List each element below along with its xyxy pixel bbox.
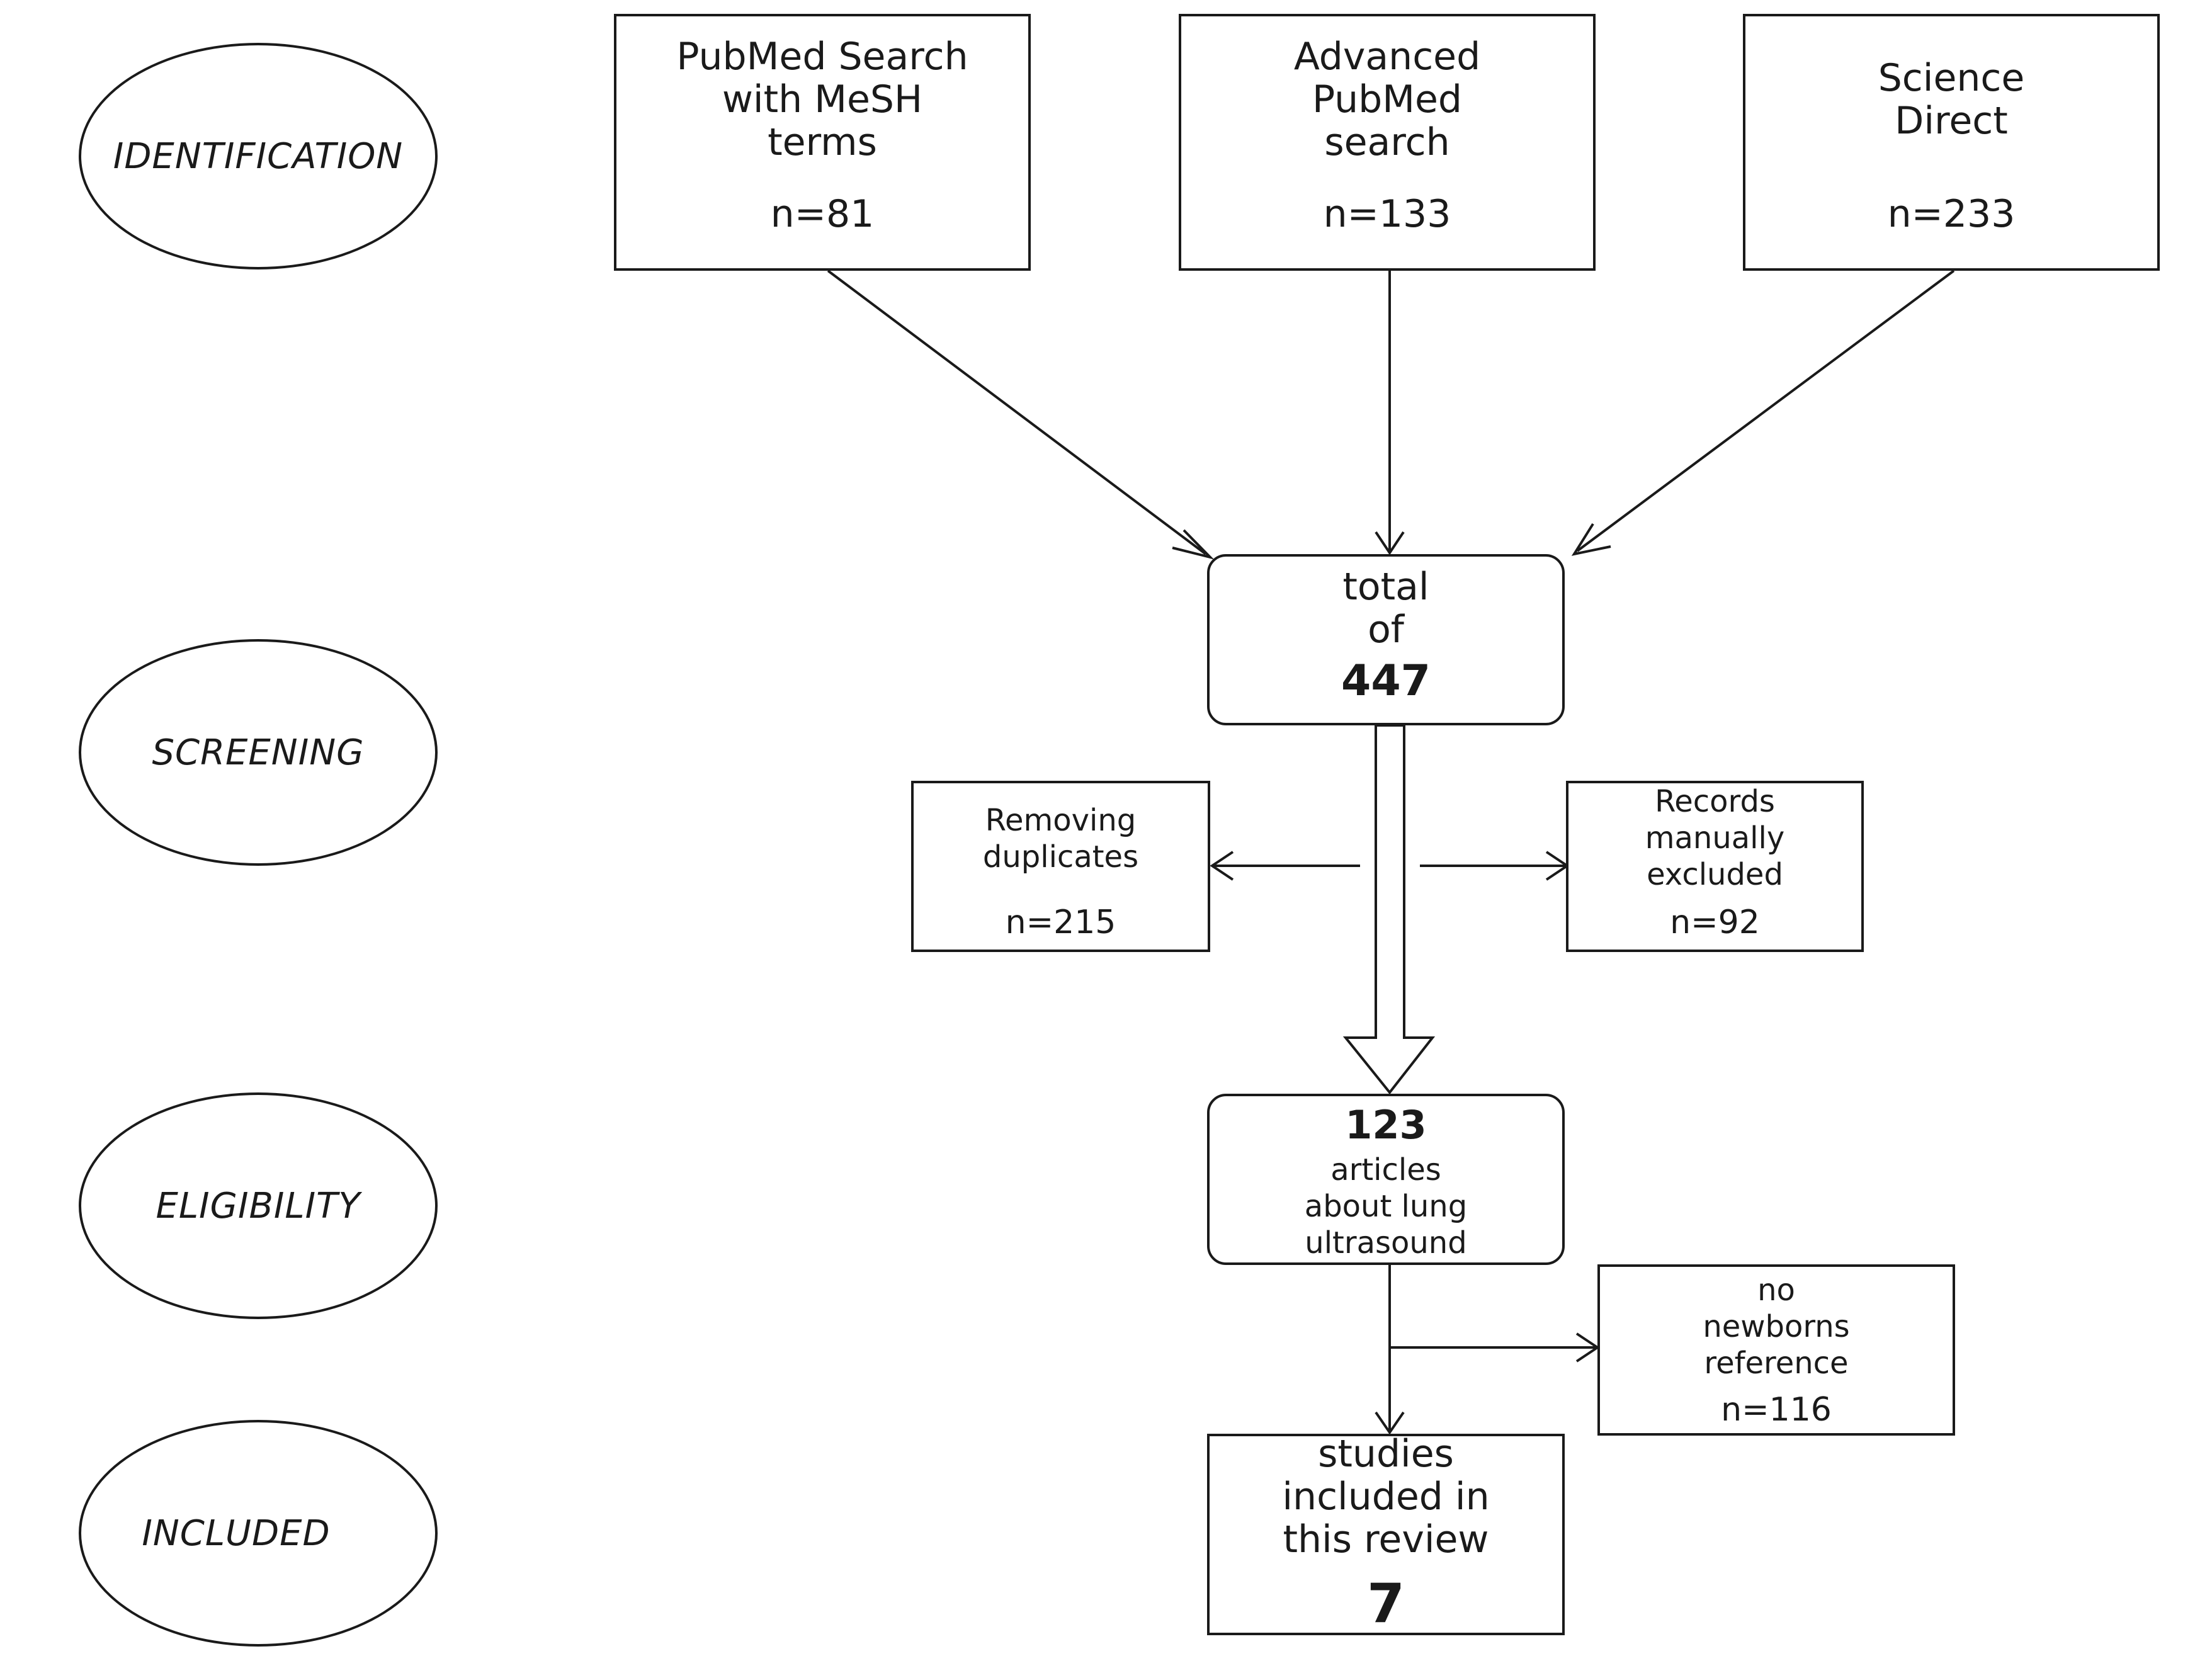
total-records-box: total of 447 — [1207, 554, 1565, 725]
duplicates-label-line: duplicates — [982, 839, 1139, 875]
included-value: 7 — [1367, 1572, 1405, 1635]
arrowhead-advanced — [1375, 531, 1405, 555]
no-newborns-label-line: no — [1757, 1273, 1795, 1308]
stage-included-label: INCLUDED — [142, 1512, 331, 1554]
arrow-pubmed-to-total — [827, 269, 1207, 555]
source-label-line: PubMed Search — [676, 35, 968, 79]
included-label-line: studies — [1318, 1432, 1454, 1476]
source-label-line: Science — [1878, 56, 2025, 100]
source-label-line: with MeSH — [722, 77, 923, 122]
included-label-line: included in — [1282, 1475, 1490, 1519]
arrowhead-included — [1375, 1411, 1405, 1435]
manual-count: n=92 — [1670, 904, 1760, 941]
included-studies-box: studies included in this review 7 — [1207, 1432, 1565, 1635]
arrowhead-pubmed — [1172, 529, 1215, 560]
total-value: 447 — [1341, 656, 1431, 706]
hollow-flow-arrow — [1342, 724, 1436, 1095]
source-label-line: Direct — [1895, 99, 2008, 143]
no-newborns-label-line: reference — [1704, 1346, 1849, 1381]
stage-included: INCLUDED — [79, 1420, 438, 1647]
arrowhead-duplicates — [1210, 851, 1234, 881]
stage-eligibility-label: ELIGIBILITY — [156, 1185, 361, 1227]
source-box-advanced-pubmed: Advanced PubMed search n=133 — [1179, 14, 1596, 271]
arrow-science-to-total — [1576, 269, 1955, 552]
manually-excluded-box: Records manually excluded n=92 — [1566, 781, 1864, 952]
eligible-label-line: ultrasound — [1305, 1225, 1467, 1261]
source-box-science-direct: Science Direct n=233 — [1743, 14, 2160, 271]
arrowhead-science — [1571, 523, 1611, 556]
no-newborns-label-line: newborns — [1703, 1309, 1850, 1344]
duplicates-count: n=215 — [1005, 904, 1116, 941]
no-newborns-reference-box: no newborns reference n=116 — [1597, 1264, 1955, 1436]
manual-label-line: manually — [1645, 820, 1785, 856]
source-count: n=133 — [1323, 192, 1451, 236]
source-box-pubmed-mesh: PubMed Search with MeSH terms n=81 — [614, 14, 1031, 271]
total-label-line: total — [1342, 565, 1429, 609]
manual-label-line: Records — [1655, 784, 1775, 819]
stage-screening-label: SCREENING — [152, 732, 365, 773]
total-label-line: of — [1368, 608, 1404, 652]
source-label-line: Advanced — [1293, 35, 1481, 79]
source-count: n=233 — [1887, 192, 2016, 236]
stage-eligibility: ELIGIBILITY — [79, 1092, 438, 1319]
stage-identification-label: IDENTIFICATION — [113, 135, 404, 177]
removing-duplicates-box: Removing duplicates n=215 — [911, 781, 1210, 952]
manual-label-line: excluded — [1647, 857, 1783, 892]
source-label-line: terms — [768, 120, 877, 164]
included-label-line: this review — [1283, 1517, 1489, 1562]
source-count: n=81 — [770, 192, 875, 236]
eligible-label-line: about lung — [1304, 1189, 1468, 1224]
stage-screening: SCREENING — [79, 639, 438, 866]
no-newborns-count: n=116 — [1721, 1391, 1832, 1429]
stage-identification: IDENTIFICATION — [79, 43, 438, 269]
duplicates-label-line: Removing — [985, 803, 1137, 838]
eligible-label-line: articles — [1330, 1152, 1441, 1188]
eligible-value: 123 — [1345, 1102, 1427, 1148]
eligible-articles-box: 123 articles about lung ultrasound — [1207, 1094, 1565, 1265]
source-label-line: PubMed — [1312, 77, 1462, 122]
source-label-line: search — [1324, 120, 1450, 164]
